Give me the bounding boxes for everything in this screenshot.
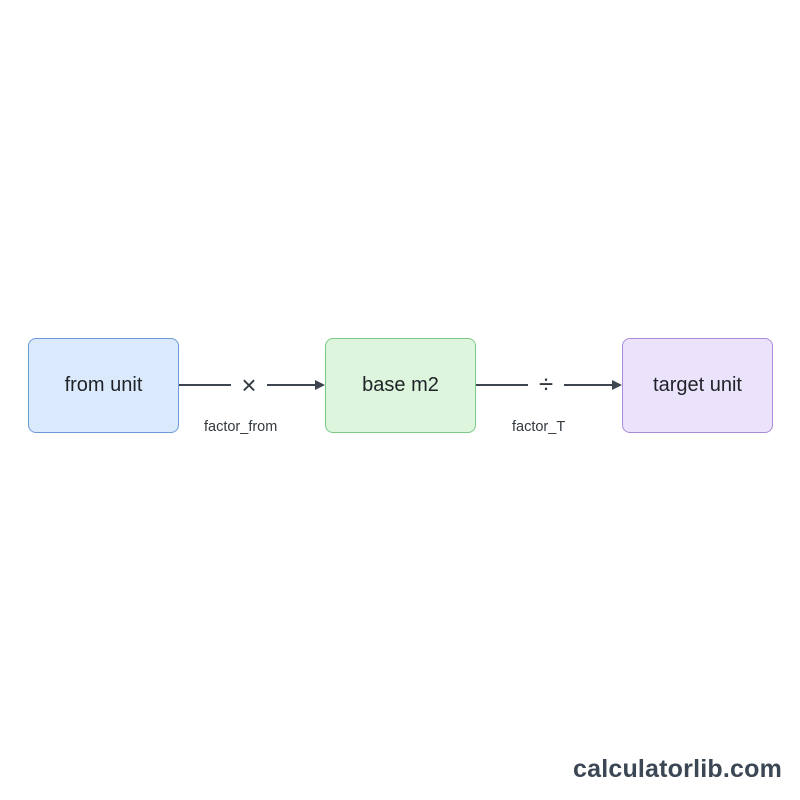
node-from-unit: from unit (28, 338, 179, 433)
node-target-unit: target unit (622, 338, 773, 433)
node-from-unit-label: from unit (64, 374, 143, 396)
watermark-logo-text: calculatorlib.com (572, 755, 782, 783)
factor-from-label: factor_from (204, 419, 278, 435)
node-base-m2: base m2 (325, 338, 476, 433)
node-base-m2-label: base m2 (362, 374, 439, 396)
multiply-operator: × (241, 370, 257, 400)
node-target-unit-label: target unit (653, 374, 742, 396)
divide-operator: ÷ (538, 369, 554, 399)
factor-t-label: factor_T (512, 419, 566, 435)
